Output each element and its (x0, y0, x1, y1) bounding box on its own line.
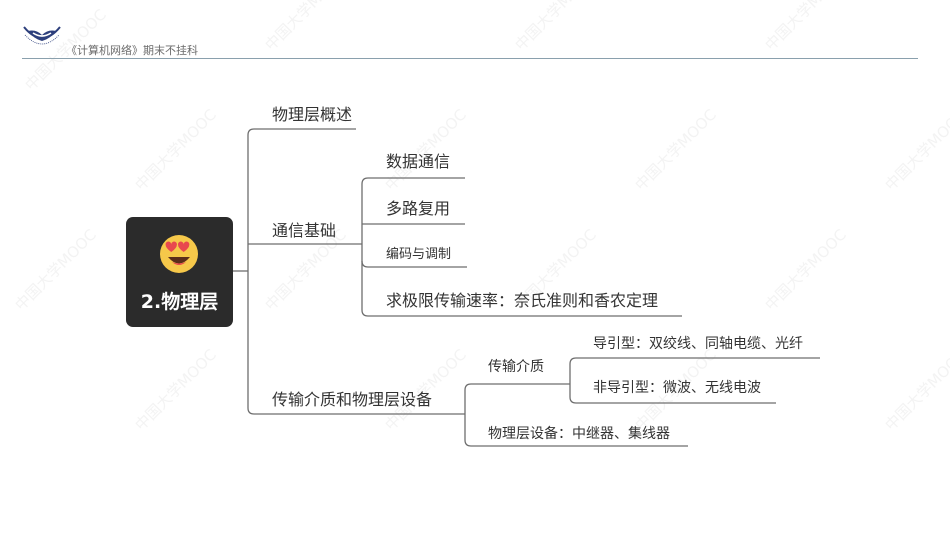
node-guided-media[interactable]: 导引型：双绞线、同轴电缆、光纤 (593, 336, 803, 352)
header-divider (22, 58, 918, 59)
node-max-transmission-rate[interactable]: 求极限传输速率：奈氏准则和香农定理 (386, 291, 659, 310)
root-node[interactable]: 2.物理层 (126, 217, 233, 327)
course-title: 《计算机网络》期末不挂科 (66, 44, 198, 57)
university-logo-icon (23, 26, 61, 45)
node-encoding-modulation[interactable]: 编码与调制 (386, 247, 452, 262)
node-media-and-devices[interactable]: 传输介质和物理层设备 (272, 390, 433, 409)
root-label: 2.物理层 (140, 291, 219, 313)
node-unguided-media[interactable]: 非导引型：微波、无线电波 (593, 380, 761, 396)
node-multiplexing[interactable]: 多路复用 (386, 199, 451, 218)
node-physical-layer-overview[interactable]: 物理层概述 (272, 105, 353, 124)
heart-eyes-emoji-icon (160, 235, 198, 273)
node-transmission-media[interactable]: 传输介质 (488, 359, 544, 375)
node-data-communication[interactable]: 数据通信 (386, 152, 451, 171)
node-communication-basics[interactable]: 通信基础 (272, 221, 337, 240)
node-physical-devices[interactable]: 物理层设备：中继器、集线器 (488, 426, 670, 442)
